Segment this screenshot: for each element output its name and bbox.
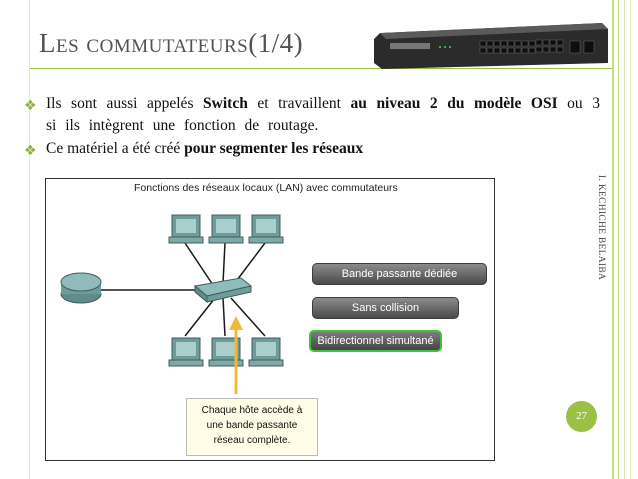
title-underline xyxy=(30,68,612,69)
feature-label-full-duplex: Bidirectionnel simultané xyxy=(309,330,442,352)
text-run: ou 3 si ils intègrent une fonction de ro… xyxy=(46,95,600,134)
border-line xyxy=(624,0,625,479)
bullet-marker-icon: ❖ xyxy=(24,143,37,159)
callout-line: Chaque hôte accède à xyxy=(201,405,303,416)
slide-title: Les commutateurs(1/4) xyxy=(39,28,304,58)
bullet-marker-icon: ❖ xyxy=(24,98,37,114)
feature-label-collision-free: Sans collision xyxy=(312,297,459,319)
switch-device-image xyxy=(374,23,608,69)
callout-line: une bande passante xyxy=(206,420,298,431)
diagram-title: Fonctions des réseaux locaux (LAN) avec … xyxy=(134,182,398,194)
callout-line: réseau complète. xyxy=(213,435,291,446)
callout-box: Chaque hôte accède à une bande passante … xyxy=(186,398,318,456)
bullet-item: ❖ Ce matériel a été créé pour segmenter … xyxy=(24,138,600,160)
author-vertical-label: I. KECHICHE BELAIBA xyxy=(596,175,606,281)
text-run-bold: Switch xyxy=(203,95,248,112)
border-line xyxy=(612,0,614,479)
feature-label-dedicated-bandwidth: Bande passante dédiée xyxy=(312,263,487,285)
text-run: Ce matériel a été créé xyxy=(46,140,185,157)
bullet-text-1: Ils sont aussi appelés Switch et travail… xyxy=(46,95,600,134)
bullet-text-2: Ce matériel a été créé pour segmenter le… xyxy=(46,140,363,157)
right-decorative-border xyxy=(612,0,638,479)
text-run-bold: au niveau 2 du modèle OSI xyxy=(350,95,558,112)
bullet-item: ❖ Ils sont aussi appelés Switch et trava… xyxy=(24,93,600,137)
text-run: et travaillent xyxy=(247,95,351,112)
bullet-list: ❖ Ils sont aussi appelés Switch et trava… xyxy=(24,93,600,160)
border-line xyxy=(630,0,631,479)
page-number-badge: 27 xyxy=(566,401,597,432)
text-run-bold: pour segmenter les réseaux xyxy=(184,140,364,157)
host-computer-icon xyxy=(168,214,204,244)
border-line xyxy=(618,0,619,479)
left-margin-rule xyxy=(29,0,30,479)
text-run: Ils sont aussi appelés xyxy=(46,95,204,112)
